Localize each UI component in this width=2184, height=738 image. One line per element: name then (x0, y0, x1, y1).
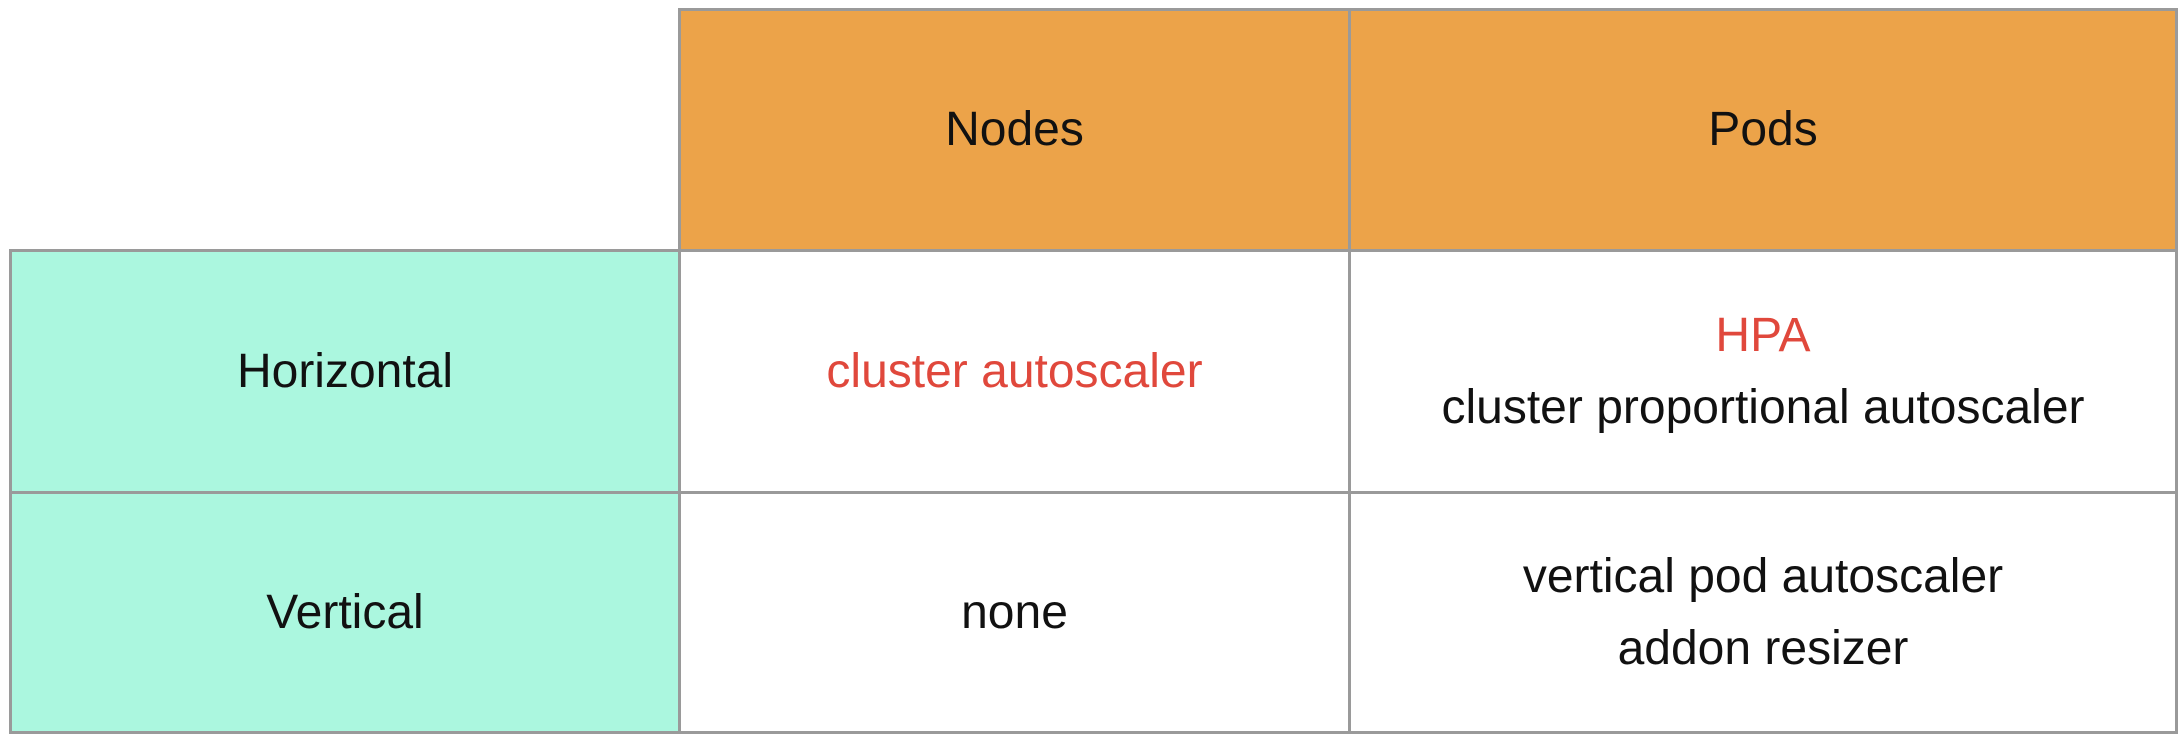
cell-horizontal-nodes-line-1: cluster autoscaler (826, 344, 1203, 398)
row-header-vertical-label: Vertical (266, 585, 424, 639)
column-header-pods-label: Pods (1708, 103, 1818, 156)
column-header-pods: Pods (1348, 8, 2178, 252)
cell-horizontal-nodes: cluster autoscaler (678, 249, 1351, 494)
cell-horizontal-pods-line-2: cluster proportional autoscaler (1441, 380, 2085, 434)
row-header-horizontal-label: Horizontal (236, 344, 454, 398)
cell-vertical-nodes: none (678, 491, 1351, 734)
column-header-nodes: Nodes (678, 8, 1351, 252)
cell-vertical-pods-line-2: addon resizer (1617, 621, 1909, 675)
cell-vertical-pods-line-1: vertical pod autoscaler (1522, 549, 2004, 603)
cell-vertical-nodes-line-1: none (961, 585, 1068, 639)
row-header-horizontal: Horizontal (9, 249, 681, 494)
cell-vertical-pods: vertical pod autoscaler addon resizer (1348, 491, 2178, 734)
cell-horizontal-pods-line-1: HPA (1715, 308, 1811, 362)
cell-horizontal-pods: HPA cluster proportional autoscaler (1348, 249, 2178, 494)
column-header-nodes-label: Nodes (945, 103, 1084, 156)
row-header-vertical: Vertical (9, 491, 681, 734)
